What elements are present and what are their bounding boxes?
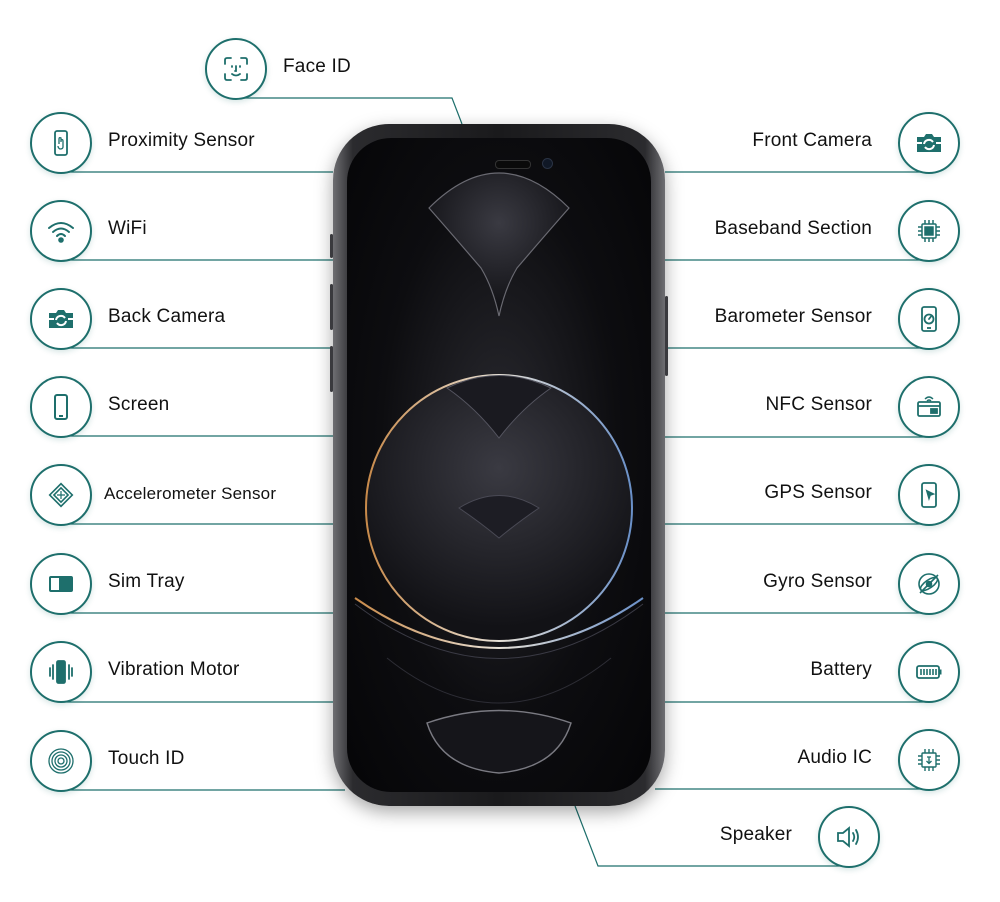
connector-face-id <box>236 97 463 125</box>
front-camera-lens <box>542 158 553 169</box>
feature-screen: Screen <box>30 376 330 438</box>
feature-label: Speaker <box>719 824 792 845</box>
chip-icon <box>898 200 960 262</box>
feature-label: Barometer Sensor <box>714 306 872 327</box>
fingerprint-icon <box>30 730 92 792</box>
feature-label: Face ID <box>283 56 351 77</box>
mute-switch <box>330 234 333 258</box>
feature-speaker: Speaker <box>580 806 880 868</box>
nfc-icon <box>898 376 960 438</box>
feature-label: Front Camera <box>752 130 872 151</box>
barometer-icon <box>898 288 960 350</box>
feature-vibration-motor: Vibration Motor <box>30 641 330 703</box>
vibration-motor-icon <box>30 641 92 703</box>
power-button <box>665 296 668 376</box>
sim-tray-icon <box>30 553 92 615</box>
feature-label: Accelerometer Sensor <box>104 484 277 503</box>
gyro-icon <box>898 553 960 615</box>
feature-label: Audio IC <box>797 747 872 768</box>
audio-chip-icon <box>898 729 960 791</box>
feature-audio-ic: Audio IC <box>660 729 960 791</box>
feature-sim-tray: Sim Tray <box>30 553 330 615</box>
feature-label: Gyro Sensor <box>763 571 872 592</box>
feature-label: Screen <box>108 394 170 415</box>
feature-label: Battery <box>810 659 872 680</box>
front-camera-icon <box>898 112 960 174</box>
wallpaper <box>354 172 644 774</box>
gps-icon <box>898 464 960 526</box>
earpiece-speaker <box>495 160 531 169</box>
feature-label: WiFi <box>108 218 147 239</box>
feature-gyro-sensor: Gyro Sensor <box>660 553 960 615</box>
feature-back-camera: Back Camera <box>30 288 330 350</box>
feature-label: Touch ID <box>108 748 185 769</box>
phone-screen <box>347 138 651 792</box>
feature-label: Baseband Section <box>714 218 872 239</box>
speaker-icon <box>818 806 880 868</box>
feature-face-id: Face ID <box>205 38 505 100</box>
feature-accelerometer-sensor: Accelerometer Sensor <box>30 464 330 526</box>
feature-wifi: WiFi <box>30 200 330 262</box>
battery-icon <box>898 641 960 703</box>
face-id-icon <box>205 38 267 100</box>
feature-label: NFC Sensor <box>765 394 872 415</box>
feature-label: Back Camera <box>108 306 226 327</box>
accelerometer-icon <box>30 464 92 526</box>
feature-proximity-sensor: Proximity Sensor <box>30 112 330 174</box>
feature-barometer-sensor: Barometer Sensor <box>660 288 960 350</box>
volume-down-button <box>330 346 333 392</box>
feature-battery: Battery <box>660 641 960 703</box>
feature-label: GPS Sensor <box>764 482 872 503</box>
screen-icon <box>30 376 92 438</box>
volume-up-button <box>330 284 333 330</box>
phone-illustration <box>330 124 668 806</box>
feature-label: Sim Tray <box>108 571 185 592</box>
feature-nfc-sensor: NFC Sensor <box>660 376 960 438</box>
feature-touch-id: Touch ID <box>30 730 330 792</box>
proximity-sensor-icon <box>30 112 92 174</box>
wifi-icon <box>30 200 92 262</box>
feature-label: Vibration Motor <box>108 659 240 680</box>
feature-label: Proximity Sensor <box>108 130 255 151</box>
feature-gps-sensor: GPS Sensor <box>660 464 960 526</box>
connector-speaker <box>574 805 846 867</box>
feature-front-camera: Front Camera <box>660 112 960 174</box>
back-camera-icon <box>30 288 92 350</box>
feature-baseband-section: Baseband Section <box>660 200 960 262</box>
